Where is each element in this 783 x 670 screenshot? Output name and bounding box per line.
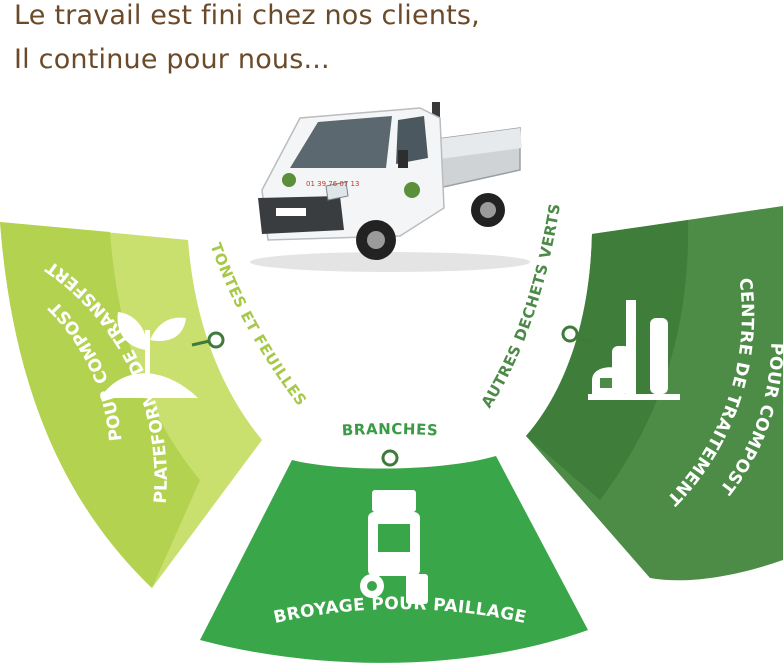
truck-shadow — [250, 252, 530, 272]
wood-chipper-icon — [360, 490, 428, 604]
segment-transfert-shade — [0, 222, 200, 588]
connector-tontes — [191, 331, 225, 349]
truck-mirror — [398, 150, 408, 168]
tree-logo-door — [404, 182, 420, 198]
connector-dot-tontes — [207, 331, 225, 349]
connector-dot-autres — [561, 325, 579, 343]
segment-traitement: CENTRE DE TRAITEMENT POUR COMPOST — [526, 206, 783, 581]
sprout-icon — [100, 312, 198, 398]
category-branches-label: BRANCHES — [341, 420, 438, 440]
truck-illustration: 01 39 76 07 13 — [250, 102, 530, 272]
segment-traitement-shade — [526, 220, 689, 500]
segment-broyage: BROYAGE POUR PAILLAGE — [200, 456, 588, 663]
connector-branches — [381, 449, 399, 467]
truck-plate — [276, 208, 306, 216]
truck-flatbed-side — [430, 128, 522, 160]
tree-logo-hood — [282, 173, 296, 187]
factory-icon — [588, 300, 680, 400]
connector-dot-branches — [381, 449, 399, 467]
truck-phone-number: 01 39 76 07 13 — [306, 180, 359, 188]
segment-transfert: PLATEFORME DE TRANSFERT POUR COMPOST — [0, 222, 262, 588]
headline-line-1: Le travail est fini chez nos clients, — [14, 0, 480, 31]
connector-autres — [561, 325, 591, 344]
truck-windshield — [290, 116, 392, 168]
headline-line-2: Il continue pour nous... — [14, 44, 330, 75]
category-autres-label: AUTRES DECHETS VERTS — [478, 202, 564, 411]
